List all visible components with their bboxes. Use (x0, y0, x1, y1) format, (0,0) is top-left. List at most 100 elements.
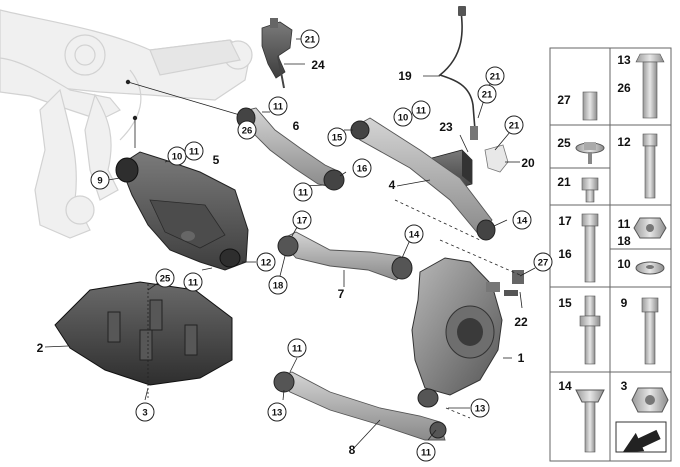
part-label-8: 8 (349, 443, 356, 457)
sidebar-label-12: 12 (617, 135, 631, 149)
callout-bubble-16: 16 (352, 158, 372, 178)
callout-bubble-14: 14 (512, 210, 532, 230)
sidebar-label-25: 25 (557, 136, 571, 150)
fastener-nut-3 (631, 387, 669, 413)
sidebar-label-10: 10 (617, 257, 631, 271)
callout-bubble-21: 21 (504, 115, 524, 135)
fastener-washer-25 (575, 142, 605, 164)
sidebar-label-15: 15 (558, 296, 572, 310)
part-label-22: 22 (514, 315, 528, 329)
part-label-4: 4 (389, 178, 396, 192)
callout-bubble-25: 25 (155, 268, 175, 288)
callout-number: 21 (490, 71, 501, 82)
callout-number: 10 (398, 112, 409, 123)
sidebar-label-14: 14 (558, 379, 572, 393)
sidebar-label-26: 26 (617, 81, 631, 95)
sidebar-label-27: 27 (557, 93, 571, 107)
sensor-19-illustration (438, 6, 478, 140)
arm-6-illustration (236, 107, 345, 191)
callout-bubble-18: 18 (268, 275, 288, 295)
callout-number: 26 (242, 125, 253, 136)
callout-bubble-11: 11 (268, 96, 288, 116)
callout-number: 13 (272, 407, 283, 418)
sidebar-label-18: 18 (617, 234, 631, 248)
callout-number: 11 (298, 187, 309, 198)
callout-bubble-11: 11 (184, 141, 204, 161)
callout-bubble-26: 26 (237, 120, 257, 140)
part-label-7: 7 (338, 287, 345, 301)
callout-number: 18 (273, 280, 284, 291)
part-label-19: 19 (398, 69, 412, 83)
callout-number: 25 (160, 273, 171, 284)
callout-bubble-11: 11 (287, 338, 307, 358)
fastener-bolt-13 (635, 53, 665, 119)
callout-bubble-13: 13 (267, 402, 287, 422)
fastener-washer-10 (635, 261, 665, 275)
callout-number: 11 (188, 277, 199, 288)
callout-number: 12 (261, 257, 272, 268)
part-label-6: 6 (293, 119, 300, 133)
callout-number: 3 (142, 407, 147, 418)
callout-number: 14 (409, 229, 420, 240)
fastener-bolt-14 (575, 389, 605, 453)
callout-bubble-15: 15 (327, 127, 347, 147)
carrier-1-illustration (411, 257, 524, 408)
callout-number: 14 (517, 215, 528, 226)
callout-number: 11 (189, 146, 200, 157)
sidebar-label-16: 16 (558, 247, 572, 261)
callout-number: 11 (273, 101, 284, 112)
callout-number: 21 (305, 34, 316, 45)
sidebar-label-9: 9 (621, 296, 628, 310)
part-label-1: 1 (518, 351, 525, 365)
callout-number: 17 (297, 215, 308, 226)
fastener-nut-11 (633, 217, 667, 239)
fastener-bolt-9 (641, 297, 659, 365)
callout-number: 21 (509, 120, 520, 131)
arm-4-illustration (350, 117, 496, 241)
callout-bubble-21: 21 (477, 84, 497, 104)
callout-bubble-21: 21 (300, 29, 320, 49)
callout-bubble-12: 12 (256, 252, 276, 272)
callout-bubble-21: 21 (485, 66, 505, 86)
callout-bubble-9: 9 (90, 170, 110, 190)
callout-number: 10 (172, 151, 183, 162)
sidebar-label-17: 17 (558, 214, 572, 228)
arm-7-illustration (277, 231, 413, 281)
callout-bubble-11: 11 (416, 442, 436, 462)
callout-bubble-11: 11 (293, 182, 313, 202)
callout-bubble-10: 10 (393, 107, 413, 127)
arm-5-illustration (115, 151, 249, 271)
callout-bubble-13: 13 (470, 398, 490, 418)
sidebar-label-11: 11 (618, 217, 631, 231)
arm-8-illustration (273, 371, 447, 441)
callout-bubble-10: 10 (167, 146, 187, 166)
fastener-bolt-15 (579, 295, 601, 365)
sidebar-label-3: 3 (621, 379, 628, 393)
part-label-5: 5 (213, 153, 220, 167)
subframe-leaders (125, 79, 251, 148)
callout-number: 21 (482, 89, 493, 100)
fastener-sleeve-27 (582, 91, 598, 121)
callout-bubble-3: 3 (135, 402, 155, 422)
leader-lines (44, 38, 536, 450)
sidebar-label-13: 13 (617, 53, 631, 67)
callout-bubble-11: 11 (411, 100, 431, 120)
dashed-leaders (394, 199, 521, 419)
sidebar-label-21: 21 (557, 175, 571, 189)
callout-number: 11 (416, 105, 427, 116)
callout-number: 11 (292, 343, 303, 354)
callout-number: 16 (357, 163, 368, 174)
callout-bubble-17: 17 (292, 210, 312, 230)
callout-number: 9 (97, 175, 102, 186)
part-label-24: 24 (311, 58, 325, 72)
shield-2-illustration (54, 281, 233, 400)
callout-bubble-14: 14 (404, 224, 424, 244)
fastener-bolt-21 (581, 177, 599, 203)
fastener-bolt-16 (581, 213, 599, 283)
direction-arrow-icon (615, 421, 667, 453)
callout-number: 11 (421, 447, 432, 458)
clip-20-illustration (484, 144, 509, 173)
fastener-bolt-12 (642, 133, 658, 199)
part-label-20: 20 (521, 156, 535, 170)
